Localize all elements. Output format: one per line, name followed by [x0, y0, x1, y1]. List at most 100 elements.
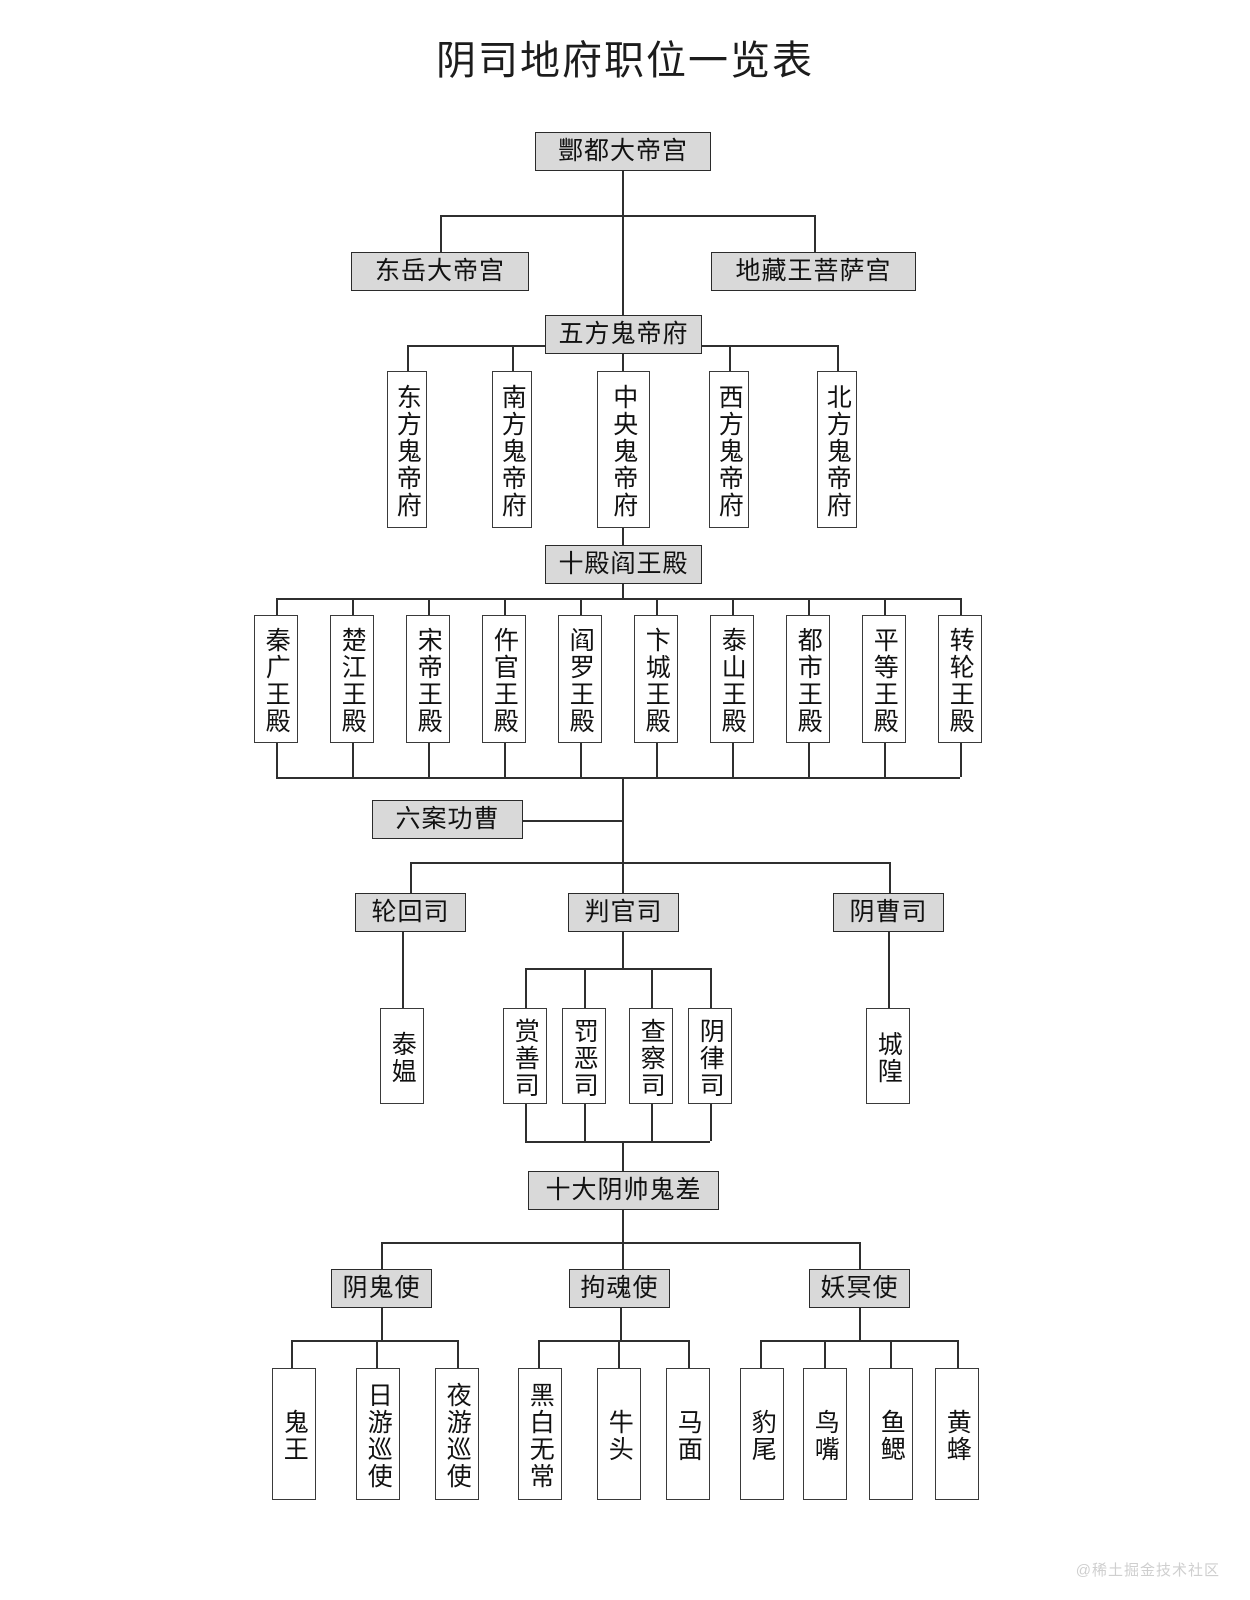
org-node[interactable]: 六案功曹	[372, 800, 523, 839]
connector-line	[622, 171, 624, 215]
org-node[interactable]: 鸟嘴	[803, 1368, 847, 1500]
org-node-label: 秦广王殿	[262, 627, 291, 735]
org-node-label: 北方鬼帝府	[823, 384, 852, 519]
connector-line	[512, 345, 514, 371]
org-node[interactable]: 秦广王殿	[254, 615, 298, 743]
org-node[interactable]: 地藏王菩萨宫	[711, 252, 916, 291]
connector-line	[276, 743, 278, 777]
org-node-label: 妖冥使	[820, 1274, 899, 1303]
org-node[interactable]: 查察司	[629, 1008, 673, 1104]
org-node[interactable]: 鱼鳃	[869, 1368, 913, 1500]
org-node[interactable]: 赏善司	[503, 1008, 547, 1104]
org-node[interactable]: 都市王殿	[786, 615, 830, 743]
watermark: @稀土掘金技术社区	[1075, 1562, 1220, 1579]
connector-line	[381, 1242, 859, 1244]
org-node-label: 平等王殿	[870, 627, 899, 735]
org-node[interactable]: 十大阴帅鬼差	[528, 1171, 719, 1210]
connector-line	[957, 1340, 959, 1368]
connector-line	[622, 215, 624, 315]
org-node-label: 六案功曹	[395, 805, 500, 834]
org-node-label: 西方鬼帝府	[715, 384, 744, 519]
connector-line	[428, 743, 430, 777]
org-node[interactable]: 黑白无常	[518, 1368, 562, 1500]
connector-line	[276, 598, 278, 615]
org-node[interactable]: 东岳大帝宫	[351, 252, 529, 291]
org-node[interactable]: 轮回司	[355, 893, 466, 932]
org-node[interactable]: 阎罗王殿	[558, 615, 602, 743]
org-node[interactable]: 阴鬼使	[331, 1269, 432, 1308]
org-node[interactable]: 西方鬼帝府	[709, 371, 749, 528]
connector-line	[291, 1340, 457, 1342]
connector-line	[808, 598, 810, 615]
org-node[interactable]: 判官司	[568, 893, 679, 932]
org-node[interactable]: 转轮王殿	[938, 615, 982, 743]
org-node[interactable]: 罚恶司	[562, 1008, 606, 1104]
connector-line	[276, 777, 960, 779]
connector-line	[760, 1340, 957, 1342]
connector-line	[960, 743, 962, 777]
connector-line	[622, 932, 624, 968]
connector-line	[884, 598, 886, 615]
org-node[interactable]: 卞城王殿	[634, 615, 678, 743]
org-node-label: 夜游巡使	[443, 1382, 472, 1490]
org-node[interactable]: 城隍	[866, 1008, 910, 1104]
connector-line	[580, 743, 582, 777]
org-node-label: 楚江王殿	[338, 627, 367, 735]
org-node[interactable]: 阴曹司	[833, 893, 944, 932]
org-node[interactable]: 平等王殿	[862, 615, 906, 743]
connector-line	[291, 1340, 293, 1368]
connector-line	[538, 1340, 540, 1368]
org-node-label: 判官司	[584, 898, 663, 927]
org-node[interactable]: 妖冥使	[809, 1269, 910, 1308]
org-node[interactable]: 南方鬼帝府	[492, 371, 532, 528]
connector-line	[352, 598, 354, 615]
connector-line	[729, 345, 731, 371]
connector-line	[525, 1104, 527, 1141]
org-node[interactable]: 楚江王殿	[330, 615, 374, 743]
org-node-label: 牛头	[605, 1409, 634, 1463]
connector-line	[457, 1340, 459, 1368]
org-node-label: 酆都大帝宫	[557, 137, 688, 166]
org-node[interactable]: 黄蜂	[935, 1368, 979, 1500]
connector-line	[410, 862, 412, 893]
org-node[interactable]: 泰山王殿	[710, 615, 754, 743]
org-node-label: 马面	[674, 1409, 703, 1463]
org-node[interactable]: 拘魂使	[569, 1269, 670, 1308]
org-node[interactable]: 夜游巡使	[435, 1368, 479, 1500]
org-node[interactable]: 十殿阎王殿	[545, 545, 702, 584]
connector-line	[352, 743, 354, 777]
org-node-label: 东方鬼帝府	[393, 384, 422, 519]
org-node[interactable]: 中央鬼帝府	[597, 371, 650, 528]
org-node[interactable]: 泰媪	[380, 1008, 424, 1104]
org-node[interactable]: 豹尾	[740, 1368, 784, 1500]
org-node-label: 泰媪	[388, 1031, 417, 1085]
org-node[interactable]: 北方鬼帝府	[817, 371, 857, 528]
org-node[interactable]: 鬼王	[272, 1368, 316, 1500]
org-node[interactable]: 日游巡使	[356, 1368, 400, 1500]
org-node-label: 查察司	[637, 1017, 666, 1099]
org-node[interactable]: 阴律司	[688, 1008, 732, 1104]
connector-line	[376, 1340, 378, 1368]
org-node[interactable]: 宋帝王殿	[406, 615, 450, 743]
org-node[interactable]: 五方鬼帝府	[545, 315, 702, 354]
connector-line	[622, 584, 624, 598]
connector-line	[688, 1340, 690, 1368]
org-node[interactable]: 马面	[666, 1368, 710, 1500]
connector-line	[381, 1308, 383, 1340]
org-node-label: 鸟嘴	[811, 1409, 840, 1463]
org-node-label: 鬼王	[280, 1409, 309, 1463]
connector-line	[710, 968, 712, 1008]
org-node[interactable]: 东方鬼帝府	[387, 371, 427, 528]
org-node[interactable]: 酆都大帝宫	[535, 132, 711, 171]
connector-line	[808, 743, 810, 777]
connector-line	[622, 1242, 624, 1269]
connector-line	[732, 598, 734, 615]
org-node[interactable]: 仵官王殿	[482, 615, 526, 743]
org-node[interactable]: 牛头	[597, 1368, 641, 1500]
org-node-label: 城隍	[874, 1031, 903, 1085]
connector-line	[622, 1210, 624, 1242]
org-node-label: 十大阴帅鬼差	[545, 1176, 702, 1205]
org-node-label: 东岳大帝宫	[374, 257, 505, 286]
connector-line	[651, 1104, 653, 1141]
